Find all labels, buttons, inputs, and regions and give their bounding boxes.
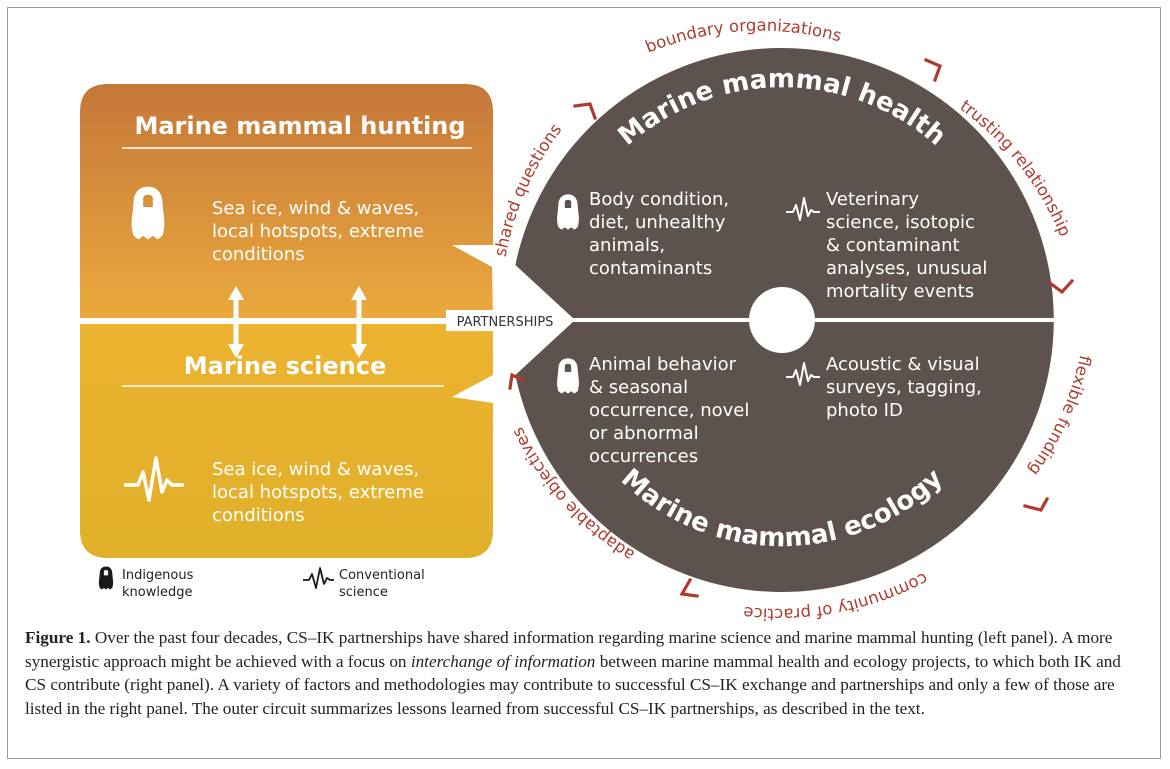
health-cs-text: Veterinary science, isotopic & contamina… [826, 189, 993, 302]
health-cs-line: science, isotopic [826, 212, 975, 233]
ring-chevron [573, 102, 598, 121]
ecology-cs-text: Acoustic & visual surveys, tagging, phot… [826, 354, 988, 421]
ecology-ik-line: occurrence, novel [589, 400, 749, 421]
ecology-ik-line: Animal behavior [589, 354, 737, 375]
hunting-text: Sea ice, wind & waves, local hotspots, e… [212, 198, 430, 265]
ring-chevrons [508, 57, 1075, 598]
ecology-cs-line: Acoustic & visual [826, 354, 980, 375]
ring-chevron [923, 57, 943, 83]
diagram: Marine mammal hunting Sea ice, wind & wa… [80, 16, 1095, 624]
health-ik-line: animals, [589, 235, 665, 256]
ring-chevron [1047, 278, 1075, 295]
ecology-cs-line: photo ID [826, 400, 903, 421]
ring-chevron [679, 577, 699, 598]
science-text: Sea ice, wind & waves, local hotspots, e… [212, 459, 430, 526]
ring-chevron [508, 372, 526, 390]
science-text-line: Sea ice, wind & waves, [212, 459, 419, 480]
exchange-arrow-left [228, 286, 244, 358]
health-ik-icon [557, 194, 579, 230]
health-ik-line: contaminants [589, 258, 712, 279]
health-cs-icon [786, 197, 820, 221]
ring-chevron [1023, 496, 1050, 512]
health-ik-line: Body condition, [589, 189, 729, 210]
hunting-text-line: Sea ice, wind & waves, [212, 198, 419, 219]
center-circle [749, 287, 815, 353]
science-panel [80, 324, 493, 558]
hunting-panel [80, 84, 493, 318]
health-ik-text: Body condition, diet, unhealthy animals,… [589, 189, 735, 279]
health-cs-line: mortality events [826, 281, 974, 302]
ecology-ik-icon [557, 358, 579, 394]
legend-cs-label: Conventional science [339, 568, 429, 600]
caption-text-2: between marine mammal health and ecology… [25, 651, 1121, 718]
legend-cs-icon [303, 567, 334, 589]
partnerships-label: PARTNERSHIPS [457, 315, 554, 330]
hunting-text-line: local hotspots, extreme [212, 221, 424, 242]
caption-text-1: Over the past four decades, CS–IK partne… [25, 628, 1113, 671]
ecology-cs-line: surveys, tagging, [826, 377, 982, 398]
health-cs-line: analyses, unusual [826, 258, 987, 279]
science-text-line: conditions [212, 505, 305, 526]
health-cs-line: Veterinary [826, 189, 919, 210]
ecology-ik-line: & seasonal [589, 377, 688, 398]
ecology-cs-icon [786, 362, 820, 386]
caption-italic: interchange of information [410, 651, 596, 671]
science-cs-icon [124, 456, 184, 502]
hunting-ik-icon [131, 186, 165, 240]
health-cs-line: & contaminant [826, 235, 960, 256]
figure-frame [7, 7, 1161, 759]
science-title: Marine science [184, 352, 386, 380]
figure-caption: Figure 1. Over the past four decades, CS… [25, 626, 1145, 720]
hunting-text-line: conditions [212, 244, 305, 265]
ecology-ik-line: occurrences [589, 446, 698, 467]
health-ik-line: diet, unhealthy [589, 212, 726, 233]
legend-ik-icon [98, 566, 114, 590]
ecology-ik-line: or abnormal [589, 423, 699, 444]
ecology-ik-text: Animal behavior & seasonal occurrence, n… [589, 354, 755, 467]
exchange-arrow-right [351, 286, 367, 358]
science-text-line: local hotspots, extreme [212, 482, 424, 503]
hunting-title: Marine mammal hunting [134, 112, 465, 140]
caption-label: Figure 1. [25, 628, 91, 647]
legend-ik-label: Indigenous knowledge [122, 568, 198, 600]
partnerships-label-bg [446, 310, 564, 331]
